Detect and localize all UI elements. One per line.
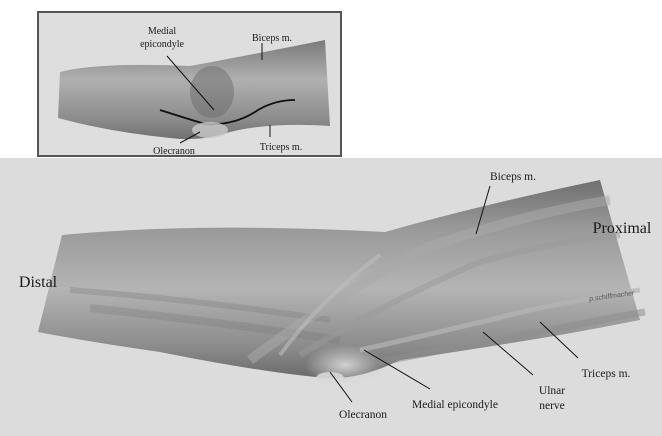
olecranon-bump [316,372,344,384]
label-ulnar-nerve-2: nerve [539,400,565,412]
label-biceps: Biceps m. [490,171,536,183]
inset-olecranon-bump [192,122,228,138]
inset-epicondyle-shadow [190,66,234,118]
label-proximal: Proximal [593,220,652,237]
inset-label-olecranon: Olecranon [153,146,195,157]
inset-label-biceps: Biceps m. [252,33,292,44]
label-olecranon: Olecranon [339,409,387,421]
label-distal: Distal [19,274,58,291]
inset-arm [58,40,330,139]
main-arm [38,180,645,385]
label-medial-epicondyle: Medial epicondyle [412,399,498,411]
label-triceps: Triceps m. [582,368,631,380]
inset-label-medial-epicondyle-1: Medial [148,26,177,37]
inset-label-triceps: Triceps m. [260,142,302,153]
label-ulnar-nerve-1: Ulnar [539,385,565,397]
inset-label-medial-epicondyle-2: epicondyle [140,39,184,50]
